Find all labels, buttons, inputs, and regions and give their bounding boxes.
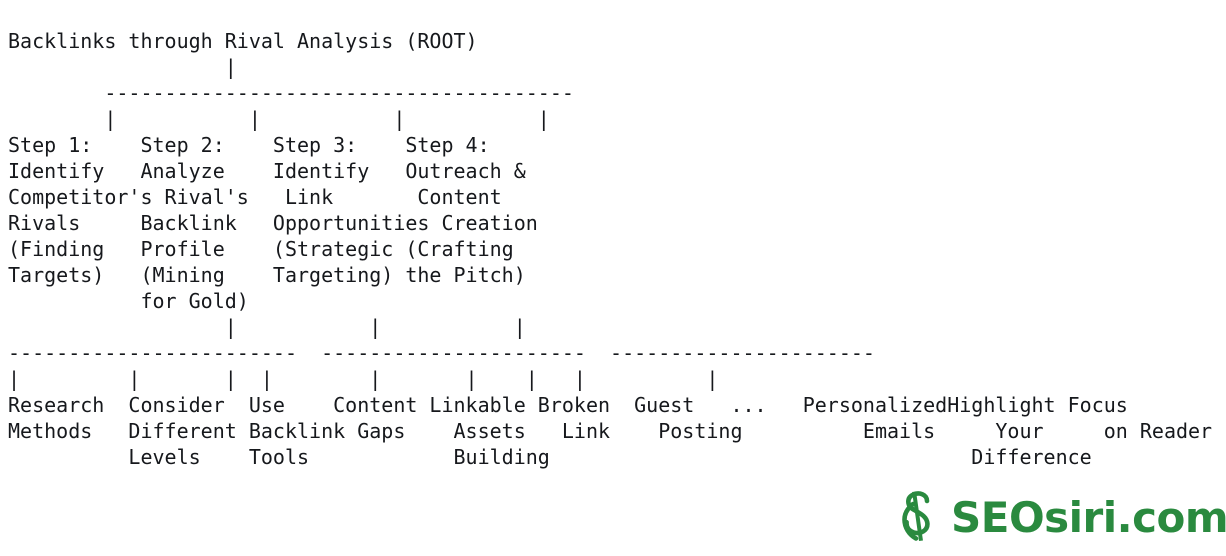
ascii-tree-diagram: Backlinks through Rival Analysis (ROOT) … <box>8 29 1213 469</box>
seosiri-wordmark: SEOsiri.com <box>951 493 1226 542</box>
seosiri-s-monogram-icon <box>902 491 930 542</box>
seosiri-logo: SEOsiri.com <box>893 487 1226 549</box>
